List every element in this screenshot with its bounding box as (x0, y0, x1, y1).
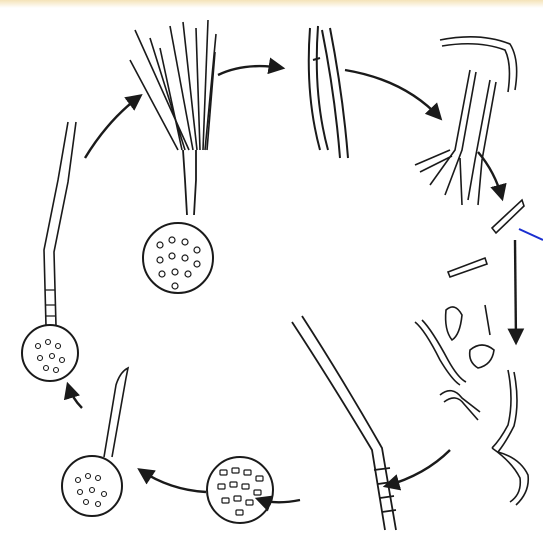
arrow-8 (68, 385, 82, 408)
germinating-spores-stage (415, 320, 528, 505)
arrow-7 (140, 470, 206, 492)
cycle-arrows (68, 66, 516, 502)
arrow-4 (515, 240, 516, 342)
hyphal-tuft (130, 20, 216, 150)
cyst-with-long-tube-stage (22, 122, 78, 381)
hyphal-fragments-stage (446, 200, 524, 368)
arrow-5 (386, 450, 450, 486)
arrow-6 (258, 499, 300, 502)
arrow-1 (218, 66, 282, 75)
arrow-2 (345, 70, 440, 118)
paired-hyphae-stage (309, 26, 348, 158)
fruiting-body-stage (130, 20, 216, 293)
arrow-9 (85, 96, 140, 158)
branching-hypha-stage (415, 37, 517, 205)
cyst-with-tube-stage (62, 368, 128, 516)
spherical-cyst-stage (207, 457, 273, 523)
elongate-filament-stage (292, 316, 396, 530)
sphere-texture (157, 237, 200, 289)
stalk (183, 150, 196, 215)
fruiting-sphere (143, 223, 213, 293)
pointer-line (519, 229, 543, 240)
